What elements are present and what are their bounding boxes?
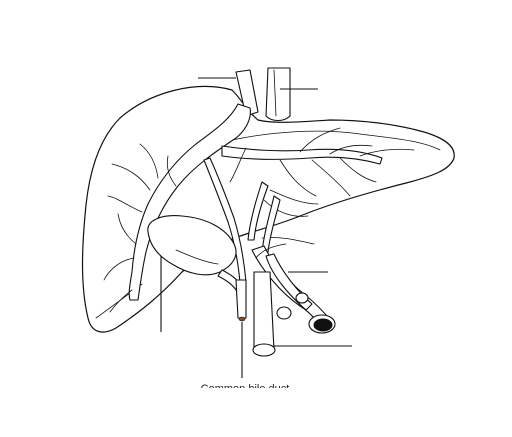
vessel-cut-end-upper — [277, 307, 291, 319]
diagram-caption: Common bile duct — [150, 378, 340, 388]
portal-vein-lumen — [314, 319, 332, 331]
common-bile-duct — [236, 280, 246, 318]
inferior-vena-cava — [266, 68, 290, 121]
vessel-cut-end-small — [296, 293, 308, 303]
common-bile-duct-tip — [239, 317, 245, 321]
inferior-vena-cava-lower — [254, 272, 274, 350]
inferior-vena-cava-cut-end — [253, 344, 275, 356]
